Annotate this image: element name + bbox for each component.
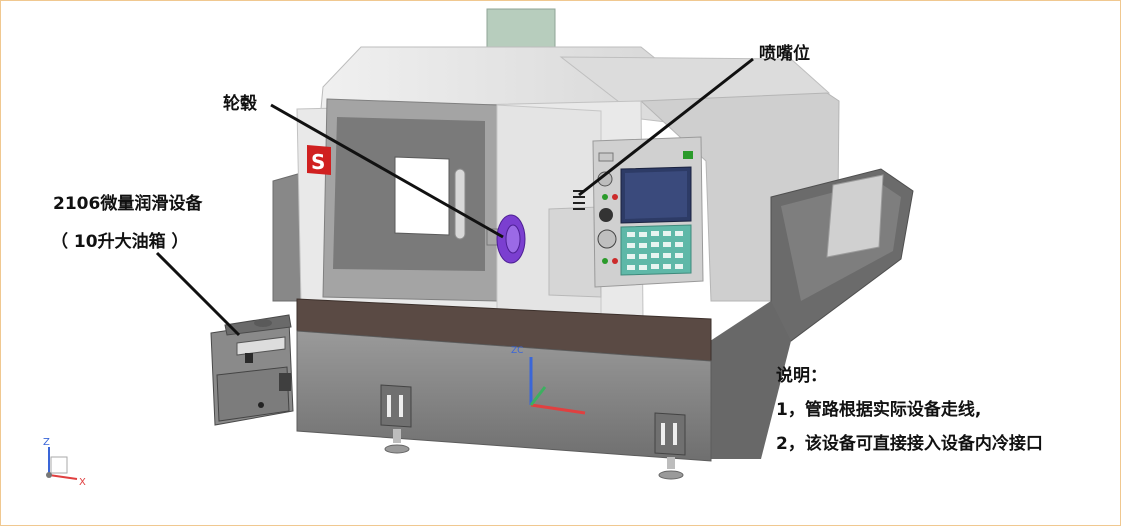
hub-leader-line xyxy=(270,103,504,239)
brand-letter: S xyxy=(311,150,325,174)
nozzle-position-label: 喷嘴位 xyxy=(759,44,810,64)
panel-green-light xyxy=(683,151,693,159)
right-foot xyxy=(654,412,686,480)
tank-capacity-label: （ 10升大油箱 ） xyxy=(51,232,189,252)
emergency-stop xyxy=(599,208,613,222)
panel-button-green xyxy=(602,194,608,200)
machine-base xyxy=(296,330,712,462)
mql-lubrication-unit xyxy=(210,314,294,426)
door-handle xyxy=(454,168,466,240)
scene-axis-z-label: ZC xyxy=(511,346,523,356)
cnc-screen-inner xyxy=(625,171,687,219)
wheel-hub-face xyxy=(505,224,521,254)
panel-button-green-2 xyxy=(602,258,608,264)
notes-title: 说明： xyxy=(776,366,827,386)
keypad-keys xyxy=(627,231,683,270)
feed-override-knob xyxy=(597,229,617,249)
hub-label: 轮毂 xyxy=(223,94,257,114)
scene-coordinate-triad: ZC xyxy=(511,346,586,415)
conveyor-chute xyxy=(701,301,791,459)
tailstock-cover xyxy=(548,206,602,298)
panel-button-red xyxy=(612,194,618,200)
panel-status-light xyxy=(598,152,614,162)
nozzle-leader-line xyxy=(578,57,754,197)
corner-axis-z-label: Z xyxy=(43,437,50,448)
door-window xyxy=(394,156,450,236)
lubricator-leader-line xyxy=(155,251,241,337)
brand-plate xyxy=(307,145,331,175)
conveyor-hatch xyxy=(826,174,884,258)
corner-axis-x-label: X xyxy=(79,477,86,488)
panel-button-red-2 xyxy=(612,258,618,264)
notes-item: 2，该设备可直接接入设备内冷接口 xyxy=(776,434,1043,454)
equipment-name-label: 2106微量润滑设备 xyxy=(53,194,203,214)
notes-item: 1，管路根据实际设备走线, xyxy=(776,400,982,420)
left-foot xyxy=(380,384,412,454)
left-end-housing xyxy=(272,172,302,302)
corner-coordinate-triad: Z X xyxy=(43,437,86,488)
notes-block: 说明： 1，管路根据实际设备走线, 2，该设备可直接接入设备内冷接口 xyxy=(776,359,1043,461)
cnc-keypad xyxy=(620,224,692,276)
